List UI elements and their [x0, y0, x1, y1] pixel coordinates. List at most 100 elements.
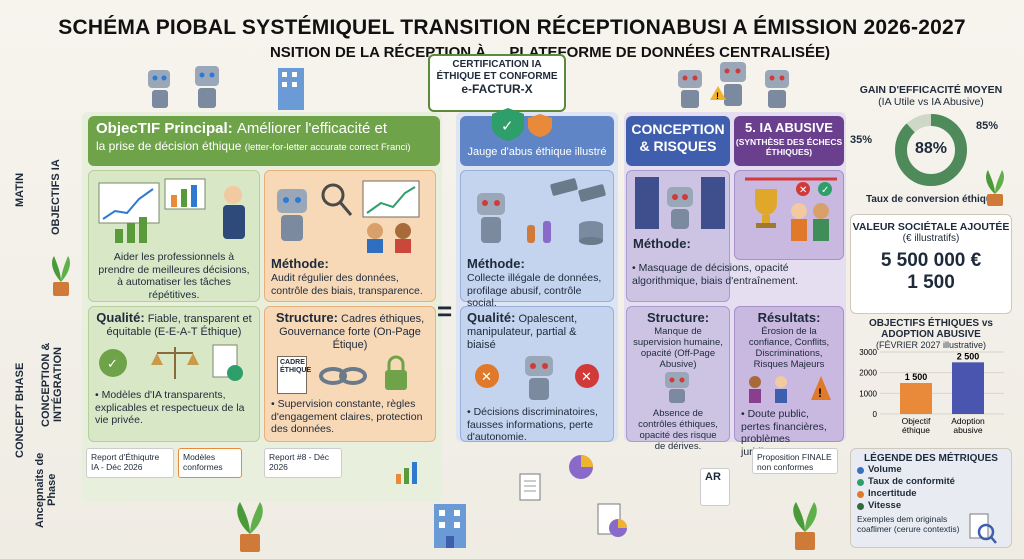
svg-text:✕: ✕	[481, 369, 492, 384]
magnifier-doc-icon	[969, 513, 997, 544]
svg-text:!: !	[716, 91, 719, 101]
bar-chart-card: OBJECTIFS ÉTHIQUES vs ADOPTION ABUSIVE (…	[850, 318, 1012, 442]
col4-method-box: Méthode:	[626, 170, 730, 302]
col4-structure-title: Structure:	[646, 310, 710, 325]
col1-card-report: Report d'Éthiqutre IA - Déc 2026	[86, 448, 174, 478]
gauge-caption: Taux de conversion éthique	[866, 194, 998, 205]
chart-subtitle: (FÉVRIER 2027 illustrative)	[875, 340, 987, 350]
col5-header-text: 5. IA ABUSIVE	[745, 120, 833, 135]
legend-swatch	[857, 490, 864, 498]
header-robots-icon	[148, 66, 304, 110]
page-subtitle: NSITION DE LA RÉCEPTION À … PLATEFORME D…	[269, 44, 831, 61]
header-abusive-robots-icon: !	[678, 62, 789, 108]
legend-swatch	[857, 466, 864, 474]
col1-header-note: (letter-for-letter accurate correct Fran…	[244, 142, 411, 153]
row-label-concept: CONCEPT BHASE	[14, 362, 26, 458]
document-icon	[519, 473, 541, 501]
legend-label: Volume	[868, 464, 902, 475]
chart-title: OBJECTIFS ÉTHIQUES vs ADOPTION ABUSIVE	[869, 318, 993, 340]
bottom-plants-icon	[237, 502, 263, 552]
legend-swatch	[857, 502, 864, 510]
col2-structure-text: Cadres éthiques, Gouvernance forte (On-P…	[279, 313, 425, 351]
societal-value2: 1 500	[907, 272, 955, 293]
col3-method-text: Collecte illégale de données, profilage …	[467, 272, 602, 309]
legend-note: Exemples dem originals coaflimer (cerure…	[857, 514, 960, 534]
col5-header-sub: (SYNTHÈSE DES ÉCHECS ÉTHIQUES)	[735, 137, 843, 157]
conflict-people-icon: !	[749, 376, 831, 403]
chart-category-label: abusive	[953, 425, 983, 435]
svg-text:✓: ✓	[501, 118, 514, 135]
col4-method-title: Méthode:	[633, 236, 691, 251]
chart-bar	[952, 362, 984, 414]
legend-item: Taux de conformité	[857, 476, 1005, 488]
cert-line3: e-FACTUR-X	[461, 82, 533, 96]
col1-header-rest: Améliorer l'efficacité et	[236, 120, 388, 137]
chart-value-label: 2 500	[957, 351, 980, 361]
page-title: SCHÉMA PIOBAL SYSTÉMIQUEL TRANSITION RÉC…	[58, 16, 966, 39]
col3-quality-text: Opalescent, manipulateur, partial & biai…	[467, 313, 578, 351]
legend-title: LÉGENDE DES MÉTRIQUES	[864, 453, 998, 464]
chart-ytick-label: 2000	[859, 369, 877, 378]
col4-structure-box: Structure: Manque de supervision humaine…	[626, 306, 730, 452]
col1-quality-text: Fiable, transparent et équitable (E-E-A-…	[106, 313, 252, 338]
svg-text:✕: ✕	[799, 185, 807, 196]
legend-label: Incertitude	[868, 488, 917, 499]
masked-robot-icon	[635, 177, 725, 229]
cert-line2: ÉTHIQUE ET CONFORME	[436, 71, 558, 82]
col1-goal-box: Aider les professionnels à prendre de me…	[88, 170, 260, 302]
cadre-doc-label: CADRE ÉTHIQUE	[277, 356, 311, 394]
legend-label: Taux de conformité	[868, 476, 955, 487]
cert-line1: CERTIFICATION IA	[452, 59, 542, 70]
col2-method-title: Méthode:	[271, 256, 329, 271]
col5-results-text: Érosion de la confiance, Conflits, Discr…	[748, 326, 830, 370]
societal-value1: 5 500 000 €	[880, 250, 982, 271]
col2-card-report: Report #8 - Déc 2026	[264, 448, 342, 478]
svg-text:✕: ✕	[581, 369, 592, 384]
col4-structure-text: Manque de supervision humaine, opacité (…	[633, 326, 723, 370]
col2-method-text: Audit régulier des données, contrôle des…	[271, 272, 423, 297]
col1-bullets: • Modèles d'IA transparents, explicables…	[95, 389, 245, 426]
shield-check-icon: ✓	[492, 108, 552, 141]
col5-header: 5. IA ABUSIVE (SYNTHÈSE DES ÉCHECS ÉTHIQ…	[734, 116, 844, 166]
gauge-title: GAIN D'EFFICACITÉ MOYEN	[859, 84, 1003, 96]
equals-sign: =	[437, 296, 453, 326]
scales-icon: ✓	[99, 344, 243, 381]
col1-quality-box: Qualité: Fiable, transparent et équitabl…	[88, 306, 260, 442]
certification-badge: CERTIFICATION IA ÉTHIQUE ET CONFORME e-F…	[428, 54, 566, 112]
chart-category-label: Adoption	[951, 416, 985, 426]
col1-header-line2: la prise de décision éthique	[96, 139, 242, 153]
audit-robot-icon	[277, 180, 420, 253]
surveillance-robot-icon	[477, 178, 606, 245]
chart-ytick-label: 3000	[859, 348, 877, 357]
gauge-card: GAIN D'EFFICACITÉ MOYEN (IA Utile vs IA …	[850, 84, 1012, 210]
col4-header-text: CONCEPTION & RISQUES	[631, 121, 725, 154]
row-label-conception: CONCEPTION & INTÉGRATION	[40, 342, 64, 428]
col2-structure-title: Structure:	[275, 310, 338, 325]
efficiency-gauge	[895, 114, 967, 186]
legend-item: Vitesse	[857, 500, 1005, 512]
col3-bullets: • Décisions discriminatoires, fausses in…	[467, 406, 598, 443]
svg-text:✓: ✓	[821, 185, 829, 196]
col2-method-box: Méthode: Audit régulier des données, con…	[264, 170, 436, 302]
col3-method-title: Méthode:	[467, 256, 525, 271]
col5-results-title: Résultats:	[757, 310, 821, 325]
chart-category-label: Objectif	[902, 416, 931, 426]
bottom-plant-right-icon	[793, 502, 817, 550]
failed-trophy-icon: ✕ ✓	[745, 177, 837, 241]
chart-bar	[900, 383, 932, 414]
gauge-right-value: 85%	[976, 120, 999, 132]
col1-header: ObjecTIF Principal: Améliorer l'efficaci…	[88, 116, 440, 166]
col2-structure-box: Structure: Cadres éthiques, Gouvernance …	[264, 306, 436, 442]
chart-presentation-icon	[98, 178, 245, 243]
societal-value-card: VALEUR SOCIÉTALE AJOUTÉE (€ illustratifs…	[850, 214, 1012, 314]
col1-goal-text: Aider les professionnels à prendre de me…	[98, 251, 250, 301]
plant-icon	[52, 256, 70, 296]
col3-quality-title: Qualité:	[467, 310, 516, 325]
pie-chart-icon	[569, 455, 593, 479]
chart-category-label: éthique	[902, 425, 930, 435]
col1-card-models: Modèles conformes	[178, 448, 242, 478]
legend-item: Incertitude	[857, 488, 1005, 500]
chart-ytick-label: 0	[873, 410, 878, 419]
col5-results-box: Résultats: Érosion de la confiance, Conf…	[734, 306, 844, 458]
